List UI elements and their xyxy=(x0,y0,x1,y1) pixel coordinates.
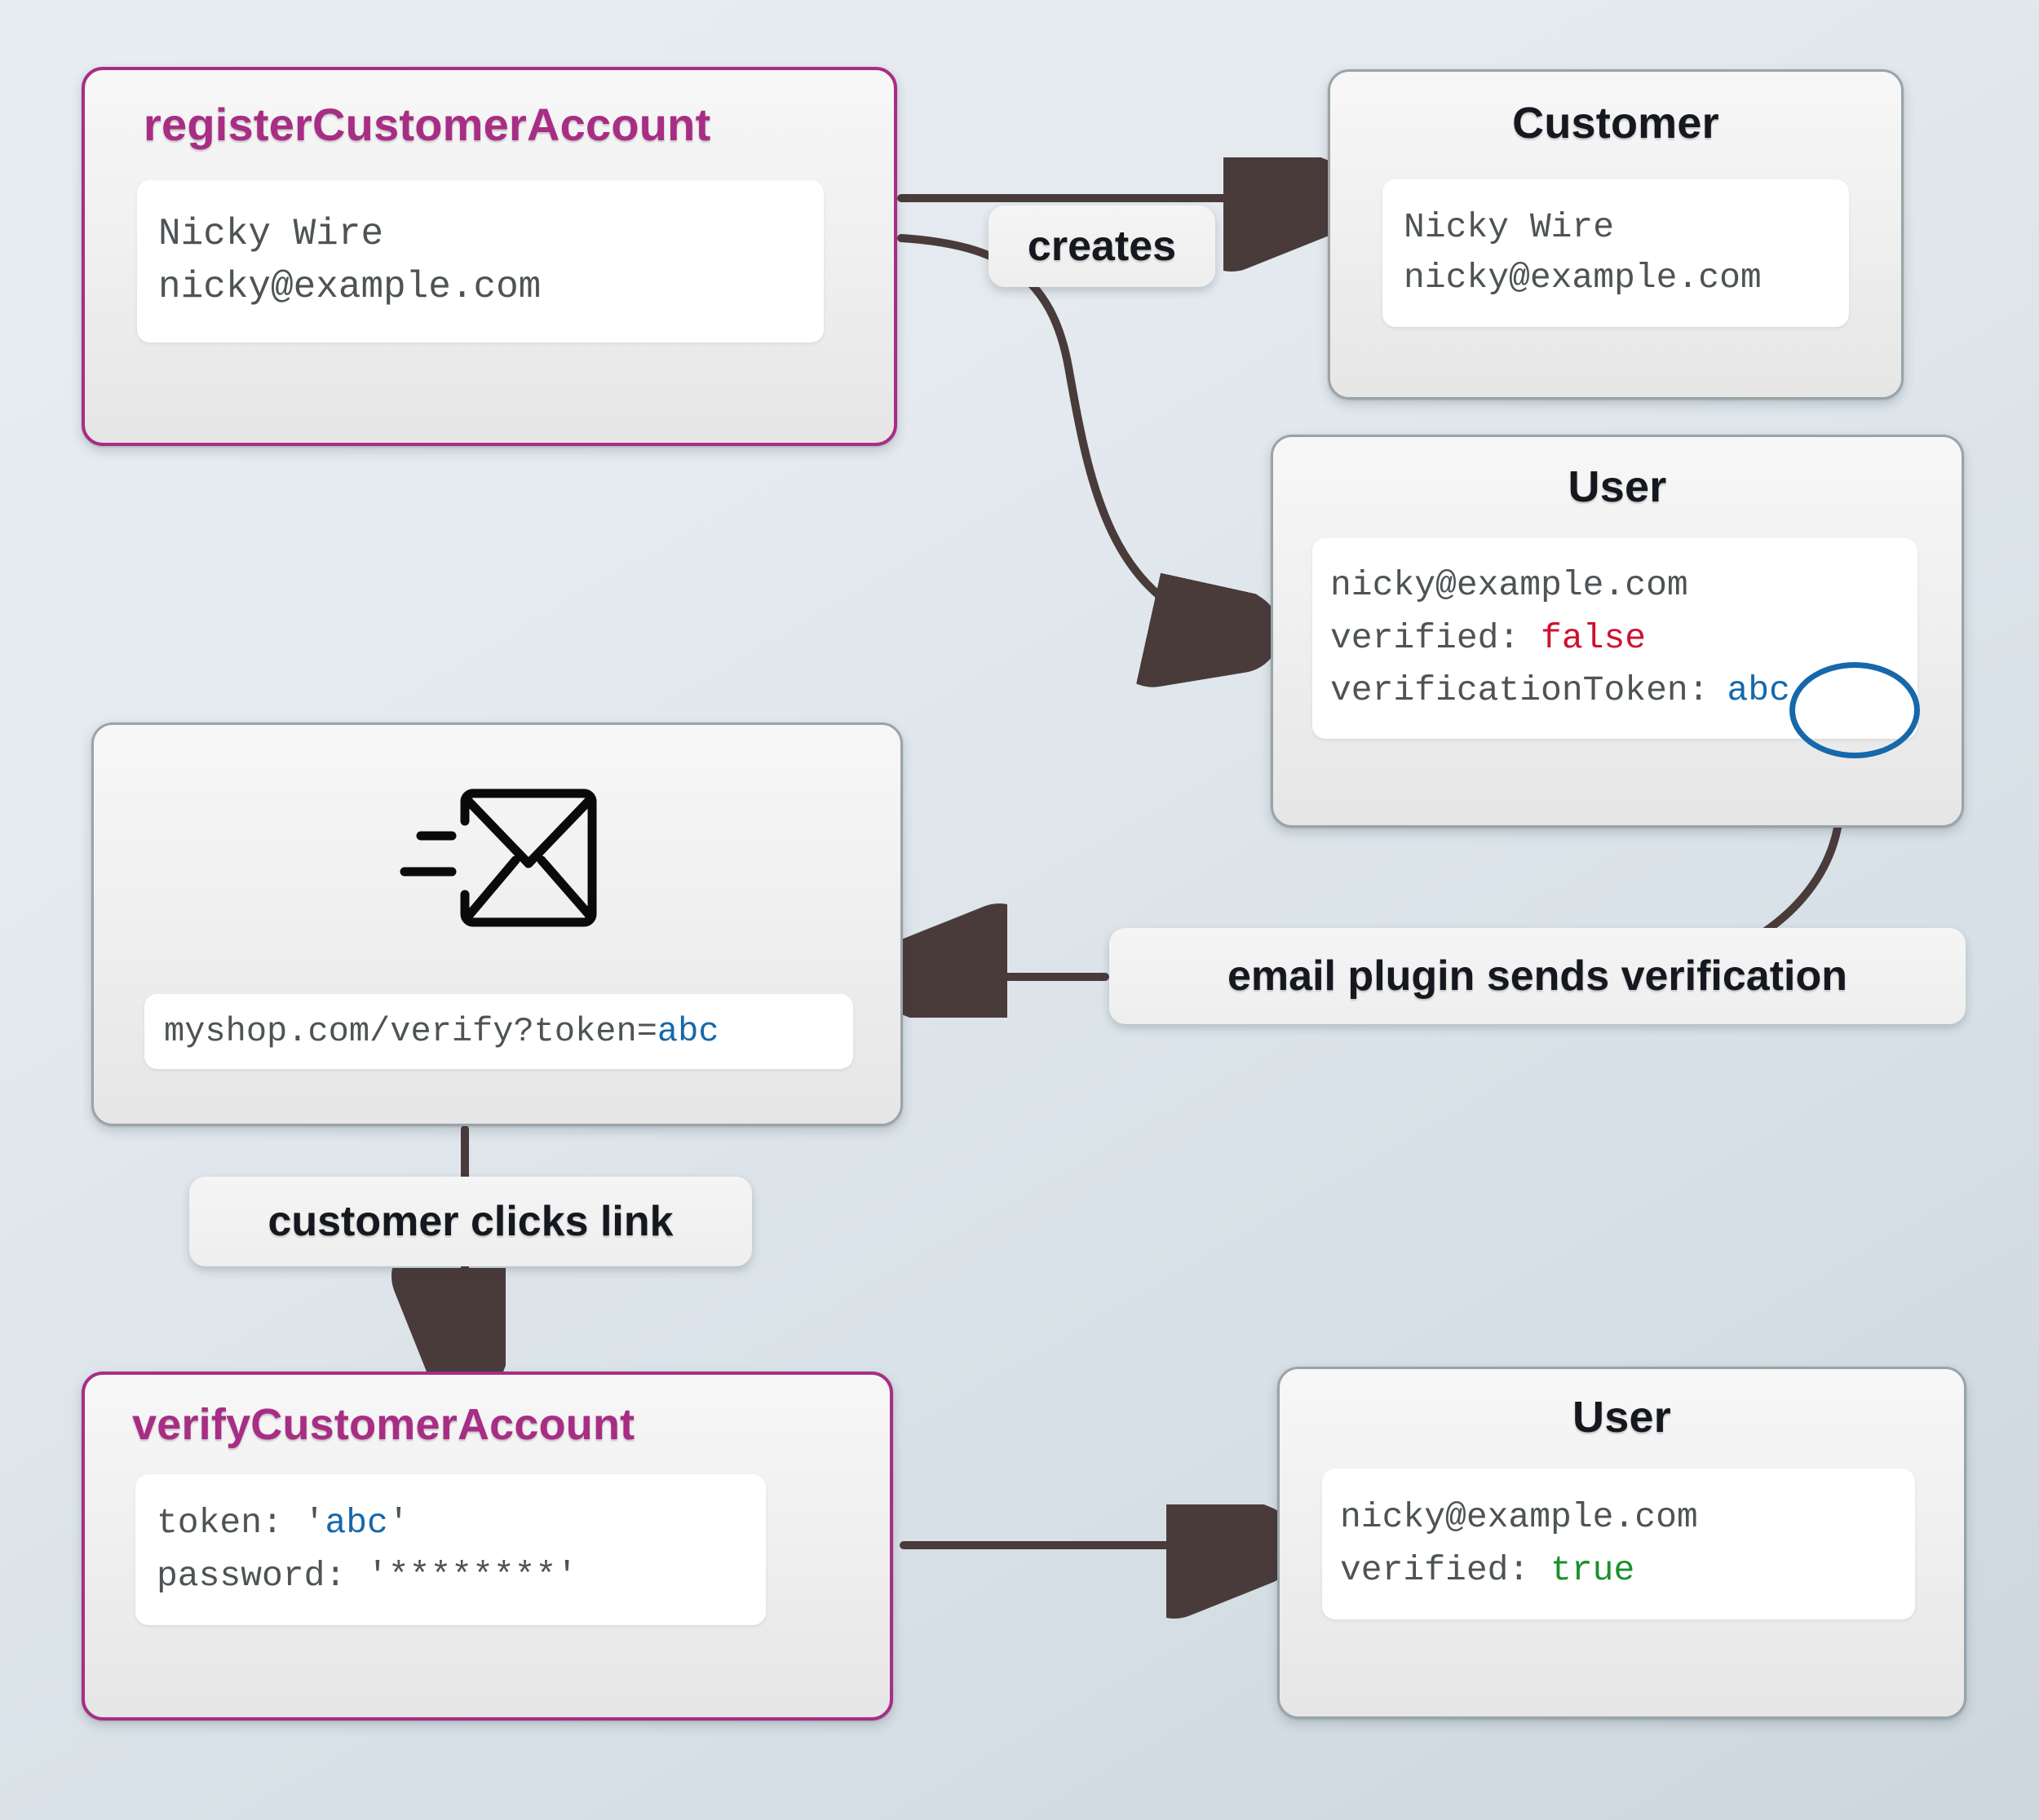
node-register-panel: Nicky Wire nicky@example.com xyxy=(137,180,824,342)
user-unverified-verified: verified: false xyxy=(1330,612,1900,665)
verify-token-quote-close: ' xyxy=(387,1503,409,1543)
user-unverified-verified-label: verified: xyxy=(1330,617,1541,658)
user-verified-verified-label: verified: xyxy=(1340,1549,1551,1590)
node-email-url-panel: myshop.com/verify?token=abc xyxy=(144,994,853,1069)
node-user-unverified-panel: nicky@example.com verified: false verifi… xyxy=(1312,538,1920,758)
verify-token-label: token: xyxy=(157,1503,304,1543)
edge-register-to-user xyxy=(897,234,1232,630)
node-customer[interactable]: Customer Nicky Wire nicky@example.com xyxy=(1328,69,1904,400)
node-user-verified-panel: nicky@example.com verified: true xyxy=(1322,1469,1915,1619)
send-email-icon xyxy=(391,772,604,948)
node-email-message[interactable]: myshop.com/verify?token=abc xyxy=(91,722,903,1126)
user-verified-email: nicky@example.com xyxy=(1340,1497,1698,1537)
verify-token-value: abc xyxy=(325,1503,388,1543)
user-unverified-token-value: abc xyxy=(1727,670,1790,710)
user-unverified-token-label: verificationToken: xyxy=(1330,670,1709,710)
edge-label-email-plugin: email plugin sends verification xyxy=(1109,928,1966,1024)
user-unverified-email: nicky@example.com xyxy=(1330,565,1688,605)
email-url-token: abc xyxy=(657,1012,719,1051)
node-verify-title: verifyCustomerAccount xyxy=(132,1400,635,1449)
node-customer-title: Customer xyxy=(1512,99,1719,148)
verify-token-row: token: 'abc' xyxy=(157,1497,745,1550)
customer-line-email: nicky@example.com xyxy=(1404,258,1762,298)
register-line-name: Nicky Wire xyxy=(158,213,384,255)
email-url: myshop.com/verify?token=abc xyxy=(164,1012,834,1051)
edge-label-creates: creates xyxy=(989,205,1215,287)
email-url-prefix: myshop.com/verify?token= xyxy=(164,1012,657,1051)
node-user-verified[interactable]: User nicky@example.com verified: true xyxy=(1277,1367,1966,1719)
customer-line-name: Nicky Wire xyxy=(1404,207,1615,247)
node-verify-customer-account[interactable]: verifyCustomerAccount token: 'abc' passw… xyxy=(82,1372,893,1721)
verify-password-label: password: xyxy=(157,1555,368,1596)
verify-token-quote-open: ' xyxy=(303,1503,325,1543)
register-line-email: nicky@example.com xyxy=(158,266,542,309)
verify-password-value: '********' xyxy=(367,1555,578,1596)
node-customer-panel: Nicky Wire nicky@example.com xyxy=(1382,179,1849,327)
node-user-unverified-title: User xyxy=(1568,462,1667,511)
node-user-unverified[interactable]: User nicky@example.com verified: false v… xyxy=(1271,435,1964,828)
node-register-customer-account[interactable]: registerCustomerAccount Nicky Wire nicky… xyxy=(82,67,897,446)
user-verified-verified: verified: true xyxy=(1340,1544,1897,1597)
user-verified-verified-value: true xyxy=(1550,1549,1635,1590)
edge-label-customer-clicks-link: customer clicks link xyxy=(189,1177,752,1266)
node-user-verified-title: User xyxy=(1572,1393,1671,1442)
node-register-title: registerCustomerAccount xyxy=(144,99,711,150)
node-verify-panel: token: 'abc' password: '********' xyxy=(135,1474,766,1625)
verify-password-row: password: '********' xyxy=(157,1550,745,1603)
user-unverified-verified-value: false xyxy=(1541,617,1647,658)
user-unverified-token: verificationToken: abc xyxy=(1330,665,1900,718)
